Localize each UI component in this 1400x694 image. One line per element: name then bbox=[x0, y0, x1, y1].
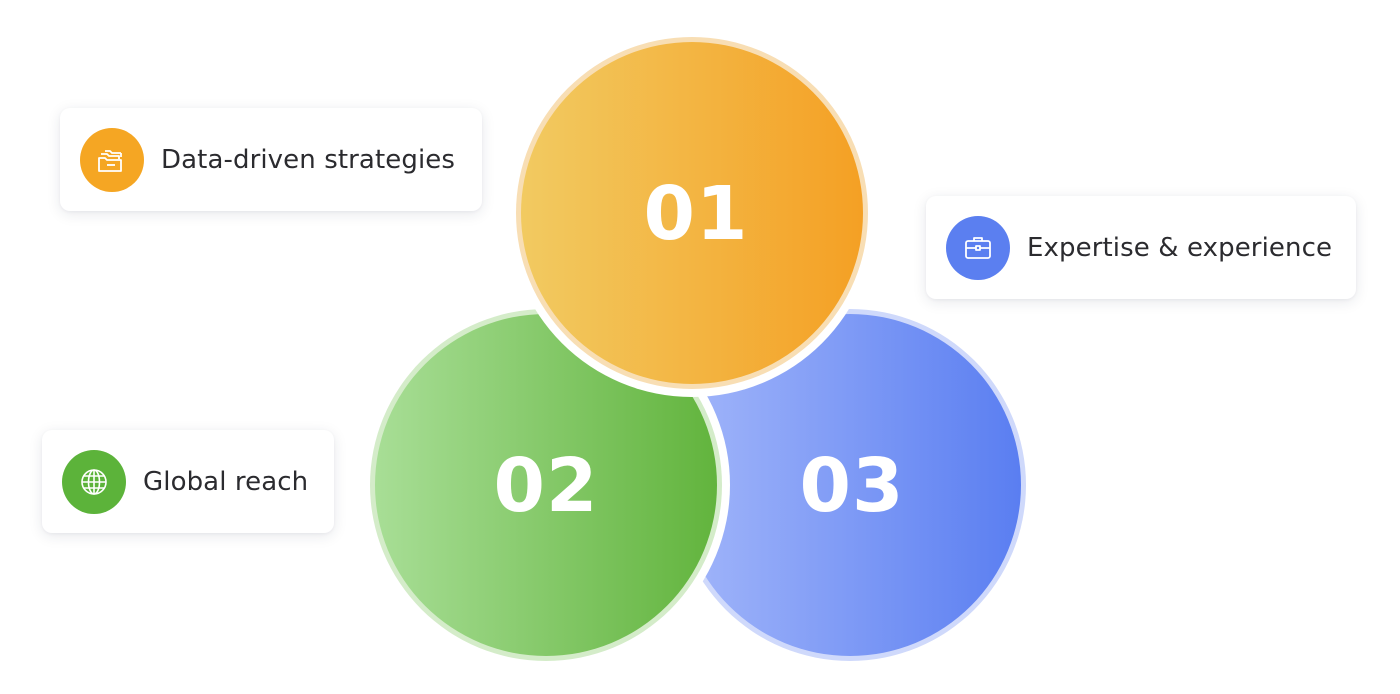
globe-icon bbox=[62, 449, 126, 514]
card-expertise-experience: Expertise & experience bbox=[926, 196, 1356, 299]
circle-02-number: 02 bbox=[494, 443, 599, 529]
circle-02-fill bbox=[375, 314, 717, 656]
card-label: Global reach bbox=[143, 466, 309, 497]
circle-03-fill bbox=[679, 314, 1021, 656]
circle-01-fill bbox=[521, 42, 863, 384]
briefcase-icon bbox=[946, 215, 1010, 280]
folders-icon bbox=[80, 127, 144, 192]
card-data-driven-strategies: Data-driven strategies bbox=[60, 108, 482, 211]
card-label: Data-driven strategies bbox=[161, 144, 456, 175]
circle-01-number: 01 bbox=[644, 171, 749, 257]
card-global-reach: Global reach bbox=[42, 430, 334, 533]
circle-02: 02 bbox=[370, 309, 722, 661]
circle-01: 01 bbox=[516, 37, 868, 389]
circle-03: 03 bbox=[674, 309, 1026, 661]
card-label: Expertise & experience bbox=[1027, 232, 1333, 263]
circle-03-number: 03 bbox=[800, 443, 905, 529]
